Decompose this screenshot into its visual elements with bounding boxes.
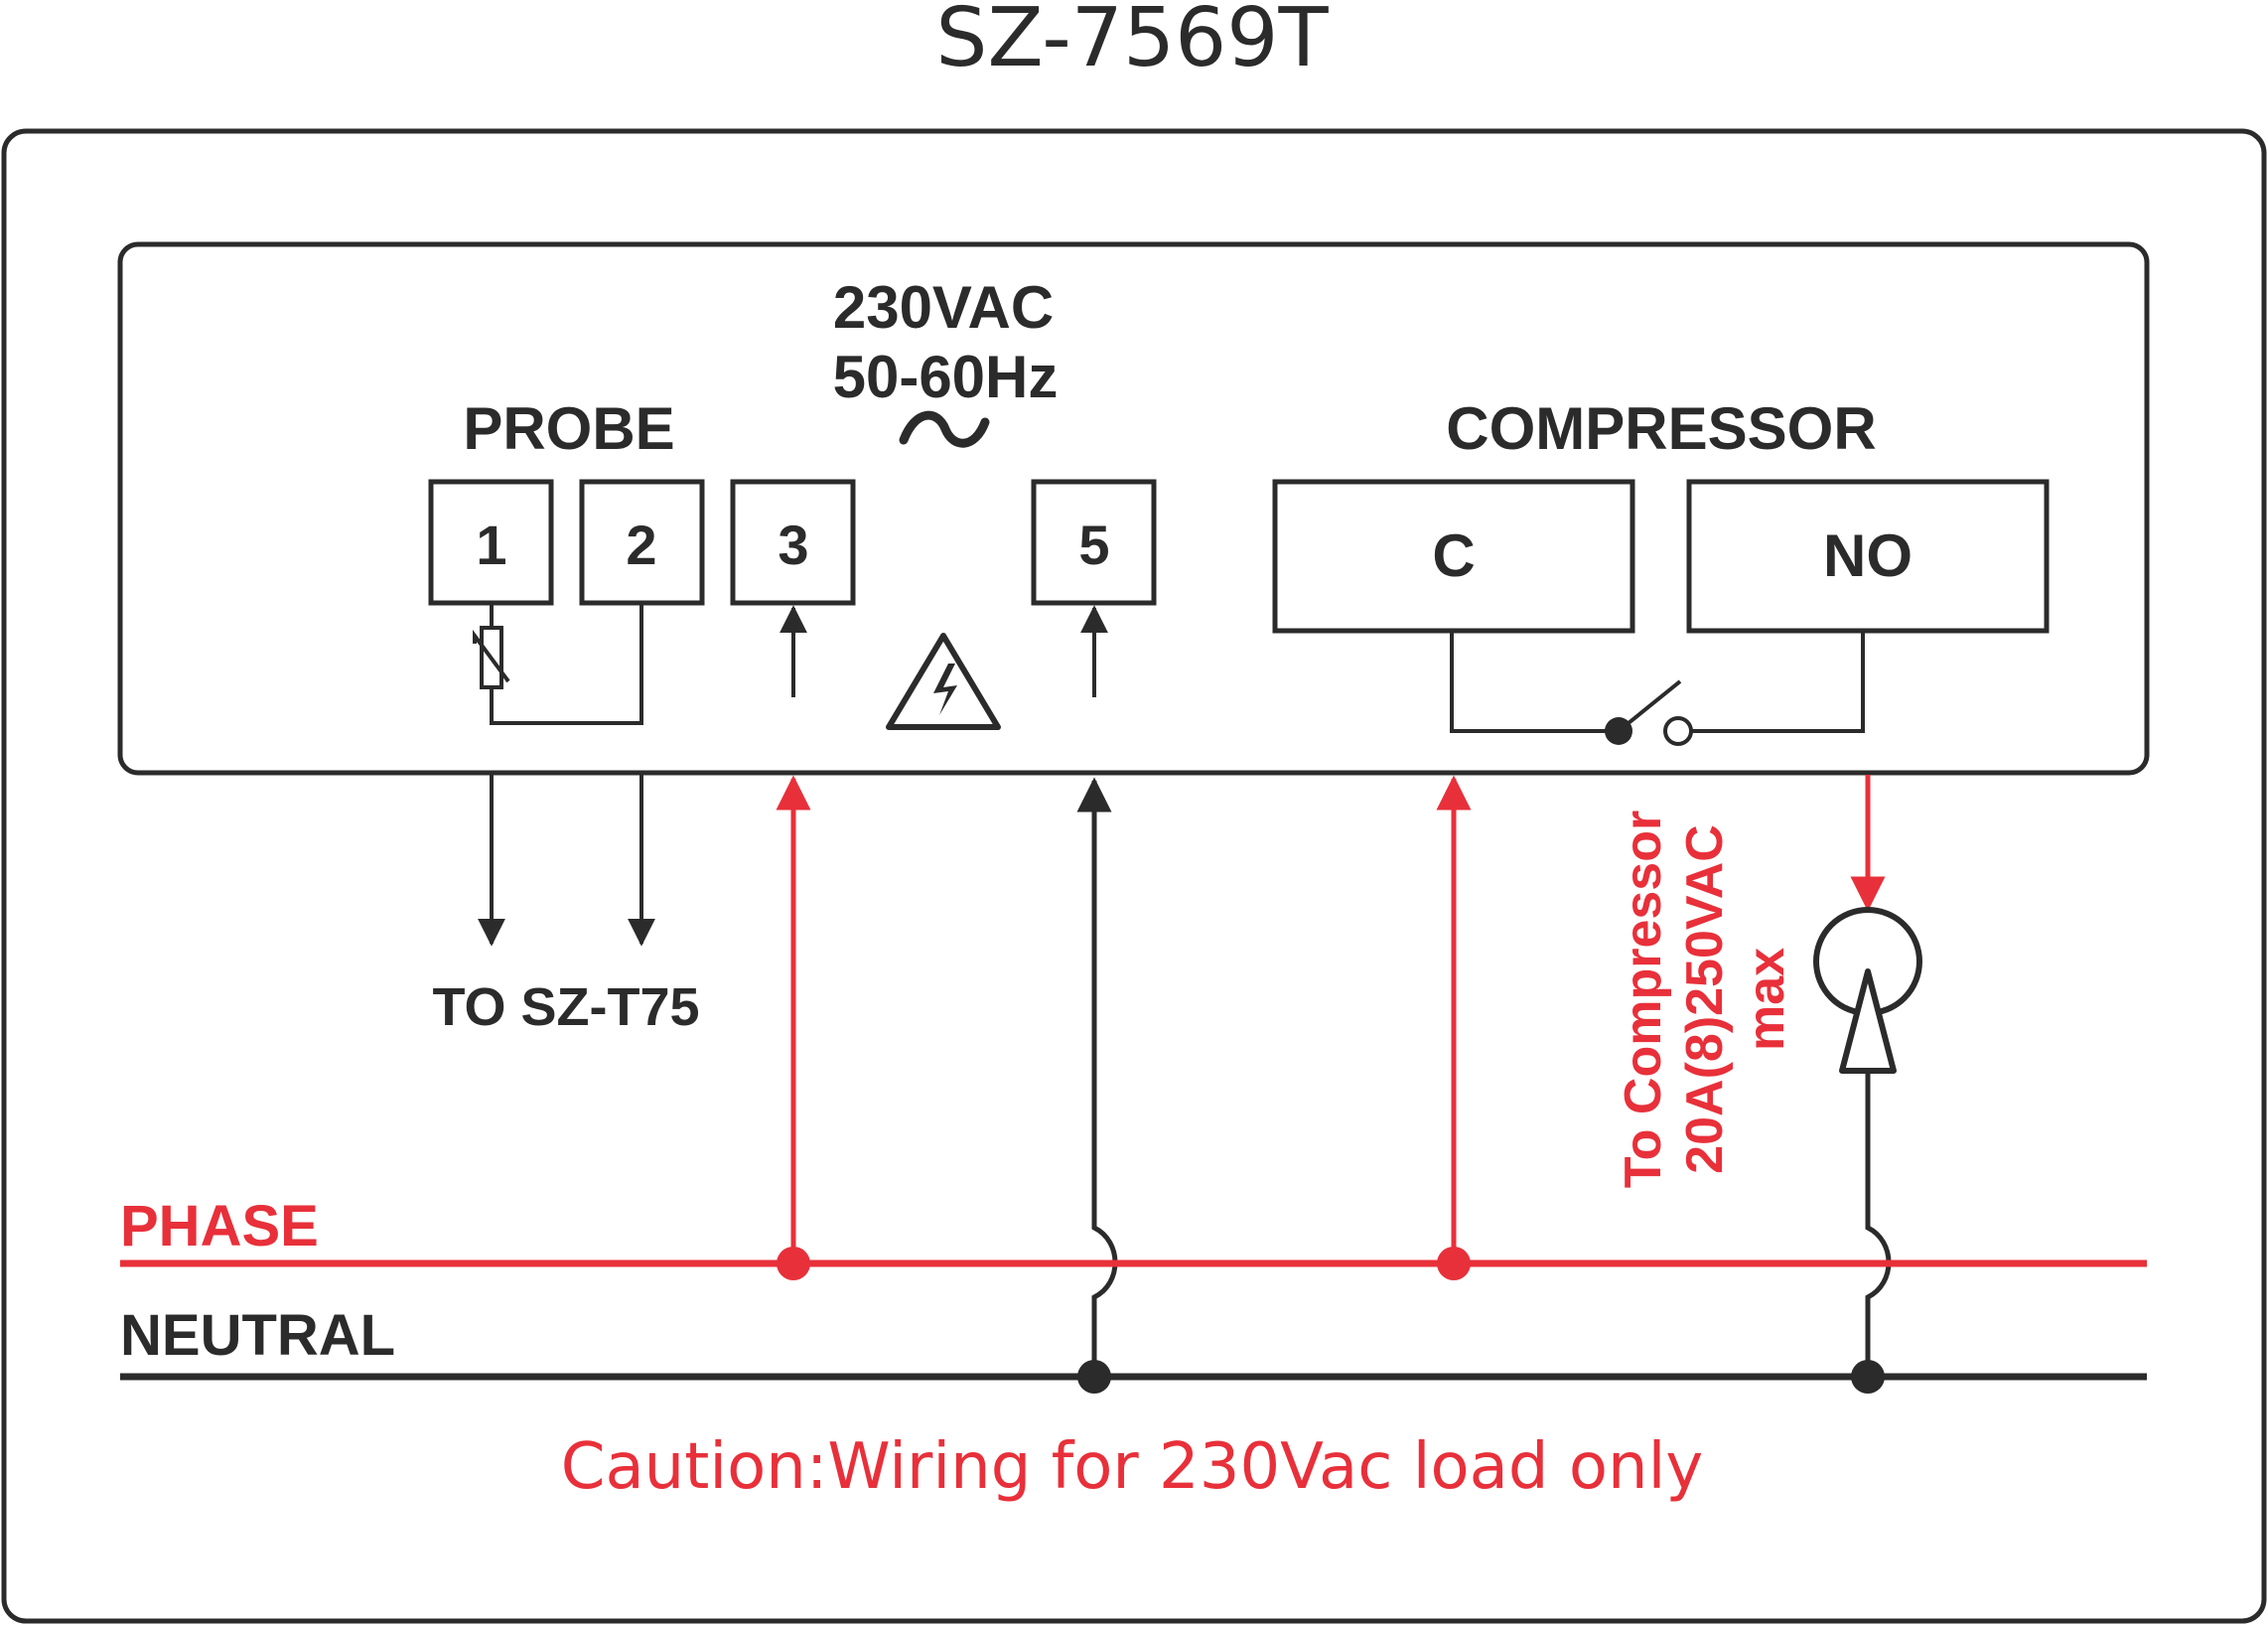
probe-thermistor-icon xyxy=(473,603,643,725)
diagram-title: SZ-7569T xyxy=(935,0,1329,85)
compressor-rating-note: To Compressor 20A(8)250VAC max xyxy=(1615,811,1795,1188)
terminal-no xyxy=(1686,479,2050,634)
terminal-2-label: 2 xyxy=(626,514,656,576)
neutral-junction-compressor xyxy=(1851,1360,1885,1394)
terminal-1-label: 1 xyxy=(476,514,506,576)
neutral-junction-terminal-5 xyxy=(1077,1360,1111,1394)
high-voltage-warning-icon xyxy=(886,633,1001,730)
terminal-c-label: C xyxy=(1432,522,1475,589)
controller-body xyxy=(117,241,2150,776)
relay-contact-open xyxy=(1663,716,1693,746)
relay-switch-icon xyxy=(1450,631,1865,733)
terminal-3-label: 3 xyxy=(778,514,808,576)
supply-frequency-label: 50-60Hz xyxy=(833,344,1059,410)
terminal-5-neutral-wire xyxy=(1076,777,1118,1377)
compressor-neutral-wire xyxy=(1865,1071,1892,1377)
terminal-5-label: 5 xyxy=(1078,514,1109,576)
compressor-label: COMPRESSOR xyxy=(1446,395,1876,462)
terminal-no-label: NO xyxy=(1823,522,1913,589)
relay-contact-closed xyxy=(1605,717,1632,745)
caution-note: Caution:Wiring for 230Vac load only xyxy=(561,1430,1703,1504)
phase-label: PHASE xyxy=(120,1194,319,1258)
compressor-rating-line3: max xyxy=(1738,948,1795,1051)
compressor-rating-line1: To Compressor xyxy=(1615,811,1672,1188)
neutral-label: NEUTRAL xyxy=(120,1303,395,1368)
supply-voltage-label: 230VAC xyxy=(833,274,1054,341)
terminal-3 xyxy=(730,479,856,606)
phase-junction-terminal-c xyxy=(1437,1247,1471,1280)
terminal-5 xyxy=(1031,479,1157,606)
probe-output-label: TO SZ-T75 xyxy=(432,977,699,1037)
compressor-rating-line2: 20A(8)250VAC xyxy=(1676,824,1734,1174)
phase-junction-terminal-3 xyxy=(777,1247,810,1280)
outer-frame xyxy=(1,128,2267,1624)
probe-label: PROBE xyxy=(463,395,674,462)
ac-tilde-icon xyxy=(899,410,990,448)
